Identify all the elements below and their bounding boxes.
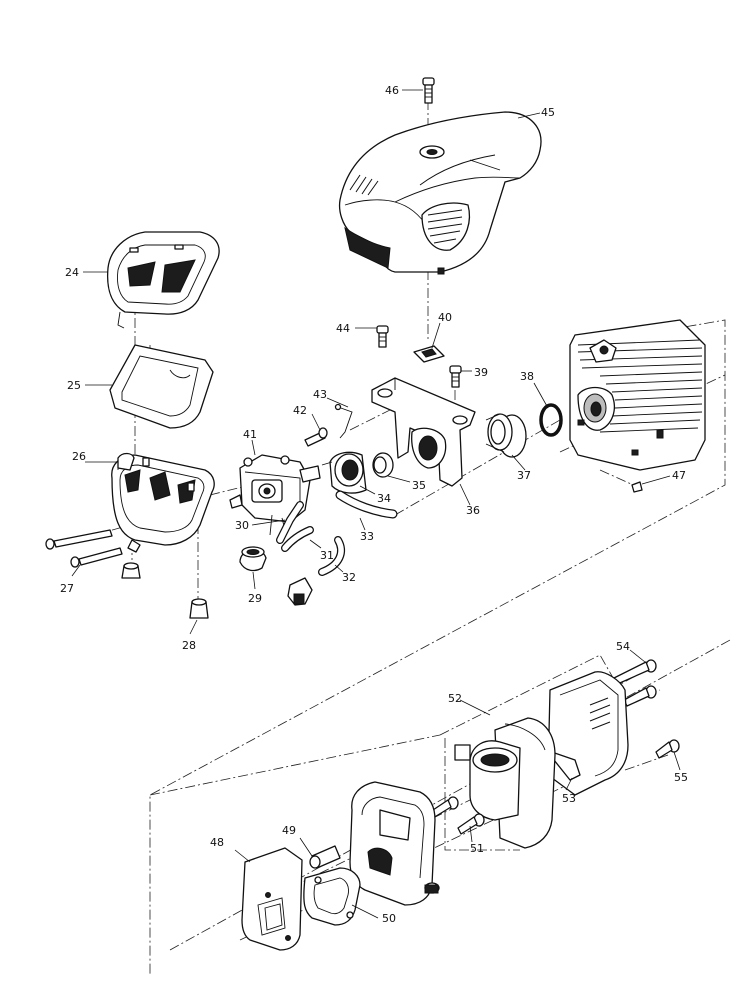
part-25-air-filter [109, 344, 214, 429]
part-43-link-rod [334, 403, 353, 439]
part-51-bolts [429, 796, 485, 835]
callout-labels: 46 45 24 25 26 27 28 29 30 31 32 33 34 3… [60, 84, 688, 925]
part-28-grommets [121, 562, 209, 619]
callout-47: 47 [672, 469, 686, 482]
cylinder-fins [577, 339, 703, 433]
callout-36: 36 [466, 504, 480, 517]
part-48-heat-shield [241, 847, 303, 951]
callout-53: 53 [562, 792, 576, 805]
leader-lines [71, 89, 681, 919]
part-37-intake-seal [485, 413, 527, 458]
callout-46: 46 [385, 84, 399, 97]
part-55-screw [655, 739, 680, 759]
part-34-intake-boot [321, 451, 367, 494]
part-27-screws [45, 529, 123, 568]
part-50-gasket [303, 867, 361, 926]
part-39-screw [449, 365, 462, 388]
part-29-primer-bulb [239, 546, 267, 572]
callout-28: 28 [182, 639, 196, 652]
part-47-plug-screw [631, 481, 643, 493]
callout-32: 32 [342, 571, 356, 584]
callout-55: 55 [674, 771, 688, 784]
part-31-fuel-hose [281, 526, 314, 552]
part-35-spacer-ring [372, 452, 394, 478]
callout-40: 40 [438, 311, 452, 324]
part-40-nut-plate [413, 345, 445, 363]
part-45-top-cover [338, 111, 542, 275]
callout-26: 26 [72, 450, 86, 463]
part-54-screws [609, 659, 657, 707]
callout-35: 35 [412, 479, 426, 492]
cover-vent-slots [427, 209, 463, 244]
callout-31: 31 [320, 549, 334, 562]
part-24-filter-frame [106, 231, 220, 329]
callout-42: 42 [293, 404, 307, 417]
cover-side-vents [349, 174, 379, 196]
part-52-muffler-body [454, 717, 556, 849]
cover-slots [589, 697, 611, 730]
callout-43: 43 [313, 388, 327, 401]
callout-29: 29 [248, 592, 262, 605]
callout-33: 33 [360, 530, 374, 543]
callout-44: 44 [336, 322, 350, 335]
part-46-cover-screw [422, 77, 435, 104]
callout-30: 30 [235, 519, 249, 532]
part-44-screw [376, 325, 389, 348]
part-30-fuel-hose [276, 501, 304, 544]
callout-41: 41 [243, 428, 257, 441]
part-38-o-ring [539, 403, 563, 437]
part-36-manifold-bracket [371, 377, 476, 487]
part-33-impulse-hose [335, 490, 398, 519]
part-42-screw [304, 427, 328, 447]
callout-51: 51 [470, 842, 484, 855]
callout-49: 49 [282, 824, 296, 837]
callout-38: 38 [520, 370, 534, 383]
callout-50: 50 [382, 912, 396, 925]
muffler-front-housing [349, 781, 440, 906]
callout-37: 37 [517, 469, 531, 482]
part-41-carburetor [229, 454, 321, 536]
callout-24: 24 [65, 266, 79, 279]
callout-54: 54 [616, 640, 630, 653]
part-53-muffler-cover [545, 671, 629, 796]
part-49-spacer [309, 845, 341, 869]
callout-25: 25 [67, 379, 81, 392]
cylinder-assembly [569, 319, 706, 471]
callout-52: 52 [448, 692, 462, 705]
fuel-filter [287, 577, 313, 606]
callout-48: 48 [210, 836, 224, 849]
part-32-fuel-hose [318, 536, 345, 576]
part-26-filter-base [111, 452, 215, 553]
callout-39: 39 [474, 366, 488, 379]
callout-27: 27 [60, 582, 74, 595]
callout-34: 34 [377, 492, 391, 505]
callout-45: 45 [541, 106, 555, 119]
